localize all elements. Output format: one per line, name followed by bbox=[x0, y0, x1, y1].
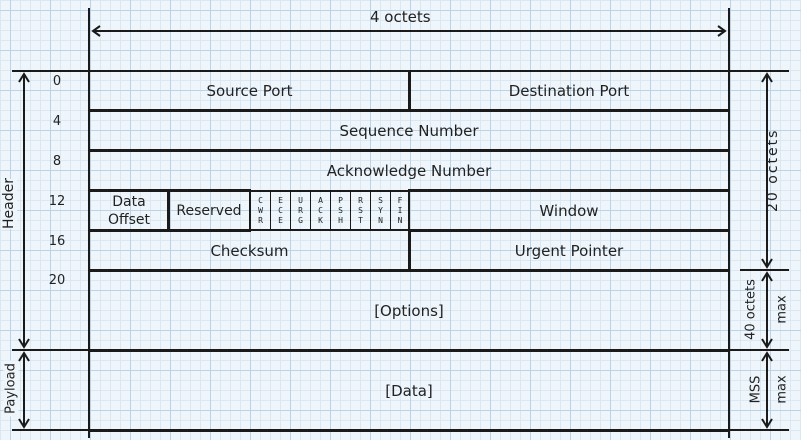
reserved-field: Reserved bbox=[167, 189, 251, 232]
octets-width-label: 4 octets bbox=[370, 8, 431, 26]
mss-label: MSS bbox=[748, 375, 764, 404]
flag-ece-e: E bbox=[278, 195, 283, 205]
row-number-12: 12 bbox=[48, 194, 66, 209]
row-number-8: 8 bbox=[52, 154, 62, 169]
flag-fin-f: F bbox=[397, 195, 403, 205]
flag-fin-n: N bbox=[397, 215, 403, 225]
flag-ece-c: C bbox=[278, 205, 283, 215]
checksum-field: Checksum bbox=[88, 229, 411, 272]
urgent-pointer-field: Urgent Pointer bbox=[408, 229, 730, 272]
flag-psh-p: P bbox=[338, 195, 343, 205]
acknowledge-number-field: Acknowledge Number bbox=[88, 149, 730, 192]
flag-ece: E C E bbox=[270, 190, 291, 231]
flag-rst: R S T bbox=[350, 190, 371, 231]
mss-max-label: max bbox=[774, 375, 790, 404]
flag-urg-u: U bbox=[298, 195, 303, 205]
row-number-4: 4 bbox=[52, 114, 62, 129]
data-field: [Data] bbox=[88, 349, 730, 432]
flag-syn-n: N bbox=[378, 215, 383, 225]
flag-ece-e2: E bbox=[278, 215, 283, 225]
options-field: [Options] bbox=[88, 269, 730, 352]
flag-urg: U R G bbox=[290, 190, 311, 231]
destination-port-field: Destination Port bbox=[408, 70, 730, 112]
row-number-16: 16 bbox=[48, 234, 66, 249]
octets-40-max-label: max bbox=[774, 295, 790, 324]
flag-ack-c: C bbox=[318, 205, 323, 215]
flag-syn-s: S bbox=[378, 195, 383, 205]
data-offset-field: Data Offset bbox=[88, 189, 170, 232]
flag-ack: A C K bbox=[310, 190, 331, 231]
flag-psh-h: H bbox=[338, 215, 343, 225]
flag-rst-t: T bbox=[358, 215, 363, 225]
flag-syn: S Y N bbox=[370, 190, 391, 231]
sequence-number-field: Sequence Number bbox=[88, 109, 730, 152]
flag-syn-y: Y bbox=[378, 205, 383, 215]
flag-fin-i: I bbox=[397, 205, 403, 215]
flag-ack-a: A bbox=[318, 195, 323, 205]
flag-urg-g: G bbox=[298, 215, 303, 225]
octets-40-label: 40 octets bbox=[743, 279, 759, 340]
window-field: Window bbox=[408, 189, 730, 232]
flag-cwr-w: W bbox=[258, 205, 263, 215]
flag-urg-r: R bbox=[298, 205, 303, 215]
row-number-20: 20 bbox=[48, 273, 66, 288]
flag-fin: F I N bbox=[390, 190, 410, 231]
flag-ack-k: K bbox=[318, 215, 323, 225]
flag-psh: P S H bbox=[330, 190, 351, 231]
octets-20-label: 20 octets bbox=[765, 128, 781, 212]
row-number-0: 0 bbox=[52, 74, 62, 89]
source-port-field: Source Port bbox=[88, 70, 411, 112]
flag-cwr-c: C bbox=[258, 195, 263, 205]
flag-cwr: C W R bbox=[250, 190, 271, 231]
flag-rst-r: R bbox=[358, 195, 363, 205]
flag-psh-s: S bbox=[338, 205, 343, 215]
payload-label: Payload bbox=[3, 360, 19, 417]
header-label: Header bbox=[1, 178, 17, 229]
flag-rst-s: S bbox=[358, 205, 363, 215]
flag-cwr-r: R bbox=[258, 215, 263, 225]
